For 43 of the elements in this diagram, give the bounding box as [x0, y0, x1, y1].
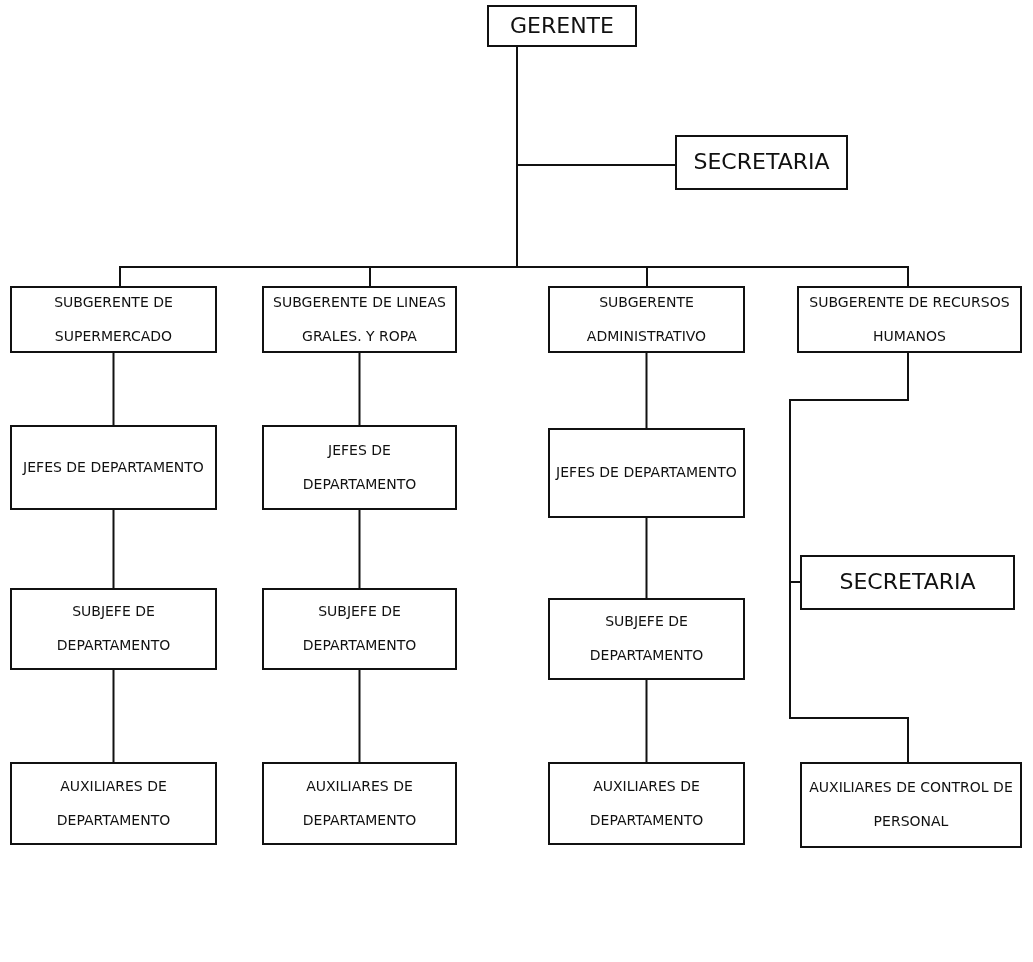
org-box: [797, 286, 1022, 353]
box-label: JEFES DE DEPARTAMENTO: [556, 463, 737, 483]
connector-line: [358, 352, 361, 426]
org-box: [10, 588, 217, 670]
org-box: [262, 286, 457, 353]
box-label: SUBGERENTE DE LINEAS GRALES. Y ROPA: [272, 292, 447, 346]
box-label: JEFES DE DEPARTAMENTO: [301, 440, 418, 494]
org-box: [800, 762, 1022, 848]
org-box: [548, 762, 745, 845]
box-label: SUBGERENTE DE SUPERMERCADO: [53, 292, 174, 346]
org-box: [10, 762, 217, 845]
box-label: JEFES DE DEPARTAMENTO: [23, 457, 204, 477]
org-box: [262, 425, 457, 510]
connector-line: [358, 509, 361, 589]
org-box: [548, 428, 745, 518]
org-box: [548, 598, 745, 680]
box-label: SUBJEFE DE DEPARTAMENTO: [301, 602, 418, 655]
org-box: [800, 555, 1015, 610]
org-box: [262, 588, 457, 670]
org-box: [10, 286, 217, 353]
box-label: SUBJEFE DE DEPARTAMENTO: [55, 602, 172, 655]
connector-line: [358, 669, 361, 763]
box-label: AUXILIARES DE DEPARTAMENTO: [301, 776, 418, 830]
org-box: [548, 286, 745, 353]
box-label: GERENTE: [510, 11, 614, 40]
box-label: SUBGERENTE ADMINISTRATIVO: [585, 292, 708, 346]
box-label: SUBJEFE DE DEPARTAMENTO: [588, 612, 705, 665]
box-label: SECRETARIA: [839, 568, 976, 597]
box-label: AUXILIARES DE CONTROL DE PERSONAL: [808, 778, 1014, 831]
box-label: AUXILIARES DE DEPARTAMENTO: [55, 776, 172, 830]
connector-line: [645, 679, 648, 763]
connector-line: [112, 509, 115, 589]
connector-line: [645, 352, 648, 429]
connector-line: [112, 669, 115, 763]
org-box: [262, 762, 457, 845]
org-box: [487, 5, 637, 47]
box-label: SECRETARIA: [693, 148, 830, 177]
connector-line: [645, 517, 648, 599]
org-box: [675, 135, 848, 190]
box-label: SUBGERENTE DE RECURSOS HUMANOS: [808, 292, 1011, 346]
org-box: [10, 425, 217, 510]
connector-line: [112, 352, 115, 426]
box-label: AUXILIARES DE DEPARTAMENTO: [588, 776, 705, 830]
